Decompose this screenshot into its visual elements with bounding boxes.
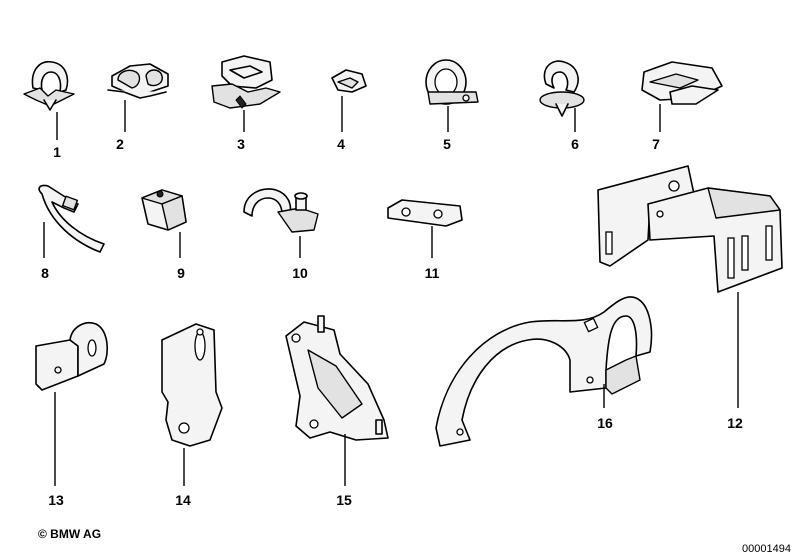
part-1-clip-drawing: [23, 61, 75, 111]
part-label-10: 10: [292, 265, 308, 281]
part-label-13: 13: [48, 492, 64, 508]
image-code: 00001494: [742, 543, 791, 555]
part-label-7: 7: [652, 136, 660, 152]
part-2-clip-drawing: [107, 63, 169, 99]
part-label-3: 3: [237, 136, 245, 152]
part-label-15: 15: [336, 492, 352, 508]
part-label-12: 12: [727, 415, 743, 431]
part-15-stud-bracket-drawing: [285, 315, 389, 441]
part-6-clip-drawing: [539, 60, 585, 117]
part-label-11: 11: [425, 265, 440, 281]
part-label-6: 6: [571, 136, 579, 152]
part-label-16: 16: [597, 415, 613, 431]
part-11-tab-drawing: [387, 199, 463, 227]
part-8-cable-tie-drawing: [38, 184, 105, 253]
part-label-14: 14: [175, 492, 191, 508]
part-13-angle-bracket-drawing: [35, 322, 109, 391]
part-7-clip-drawing: [641, 61, 723, 105]
part-label-9: 9: [177, 265, 185, 281]
copyright-notice: © BMW AG: [38, 527, 101, 541]
part-12-bracket-drawing: [597, 165, 783, 293]
part-label-1: 1: [53, 144, 61, 160]
part-label-4: 4: [337, 136, 345, 152]
part-label-2: 2: [116, 136, 124, 152]
part-3-clip-drawing: [211, 55, 281, 109]
part-10-saddle-clamp-drawing: [243, 188, 319, 233]
part-label-8: 8: [41, 265, 49, 281]
part-14-formed-bracket-drawing: [161, 323, 223, 447]
part-16-arch-bracket-drawing: [435, 296, 653, 447]
part-5-clip-drawing: [425, 59, 479, 105]
part-4-clip-drawing: [331, 69, 367, 93]
part-9-block-clip-drawing: [141, 189, 187, 231]
part-label-5: 5: [443, 136, 451, 152]
